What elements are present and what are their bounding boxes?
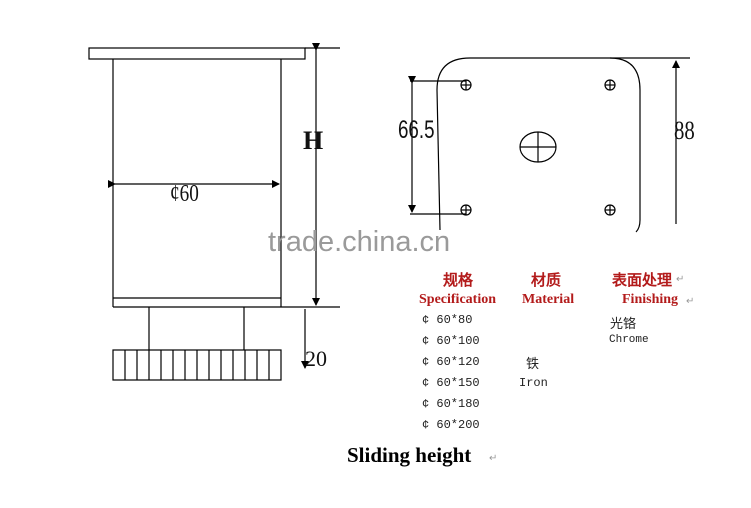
header-material-cn: 材质 [531,271,562,289]
slide-dimension-label: 20 [305,346,327,371]
plate-height-label: 88 [674,116,695,145]
header-finishing-cn: 表面处理 [612,271,673,289]
spec-row: ¢ 60*150 [422,376,480,390]
spec-row: ¢ 60*180 [422,397,480,411]
header-spec-en: Specification [419,292,496,307]
return-mark: ↵ [676,274,685,285]
material-en: Iron [519,376,548,390]
header-finishing-en: Finishing [622,292,679,307]
spec-row: ¢ 60*100 [422,334,480,348]
header-material-en: Material [522,292,575,307]
diameter-dimension-label: ¢60 [170,181,199,207]
finishing-cn: 光铬 [610,317,637,332]
height-dimension-label: H [303,126,324,155]
spec-row: ¢ 60*80 [422,313,473,327]
finishing-en: Chrome [609,334,649,346]
return-mark: ↵ [686,296,695,307]
header-spec-cn: 规格 [443,271,474,289]
hole-spacing-label: 66.5 [398,116,435,144]
spec-row: ¢ 60*200 [422,418,480,432]
material-cn: 铁 [526,357,540,372]
return-mark: ↵ [489,453,498,464]
caption: Sliding height [347,443,472,467]
watermark: trade.china.cn [268,226,451,258]
spec-row: ¢ 60*120 [422,355,480,369]
